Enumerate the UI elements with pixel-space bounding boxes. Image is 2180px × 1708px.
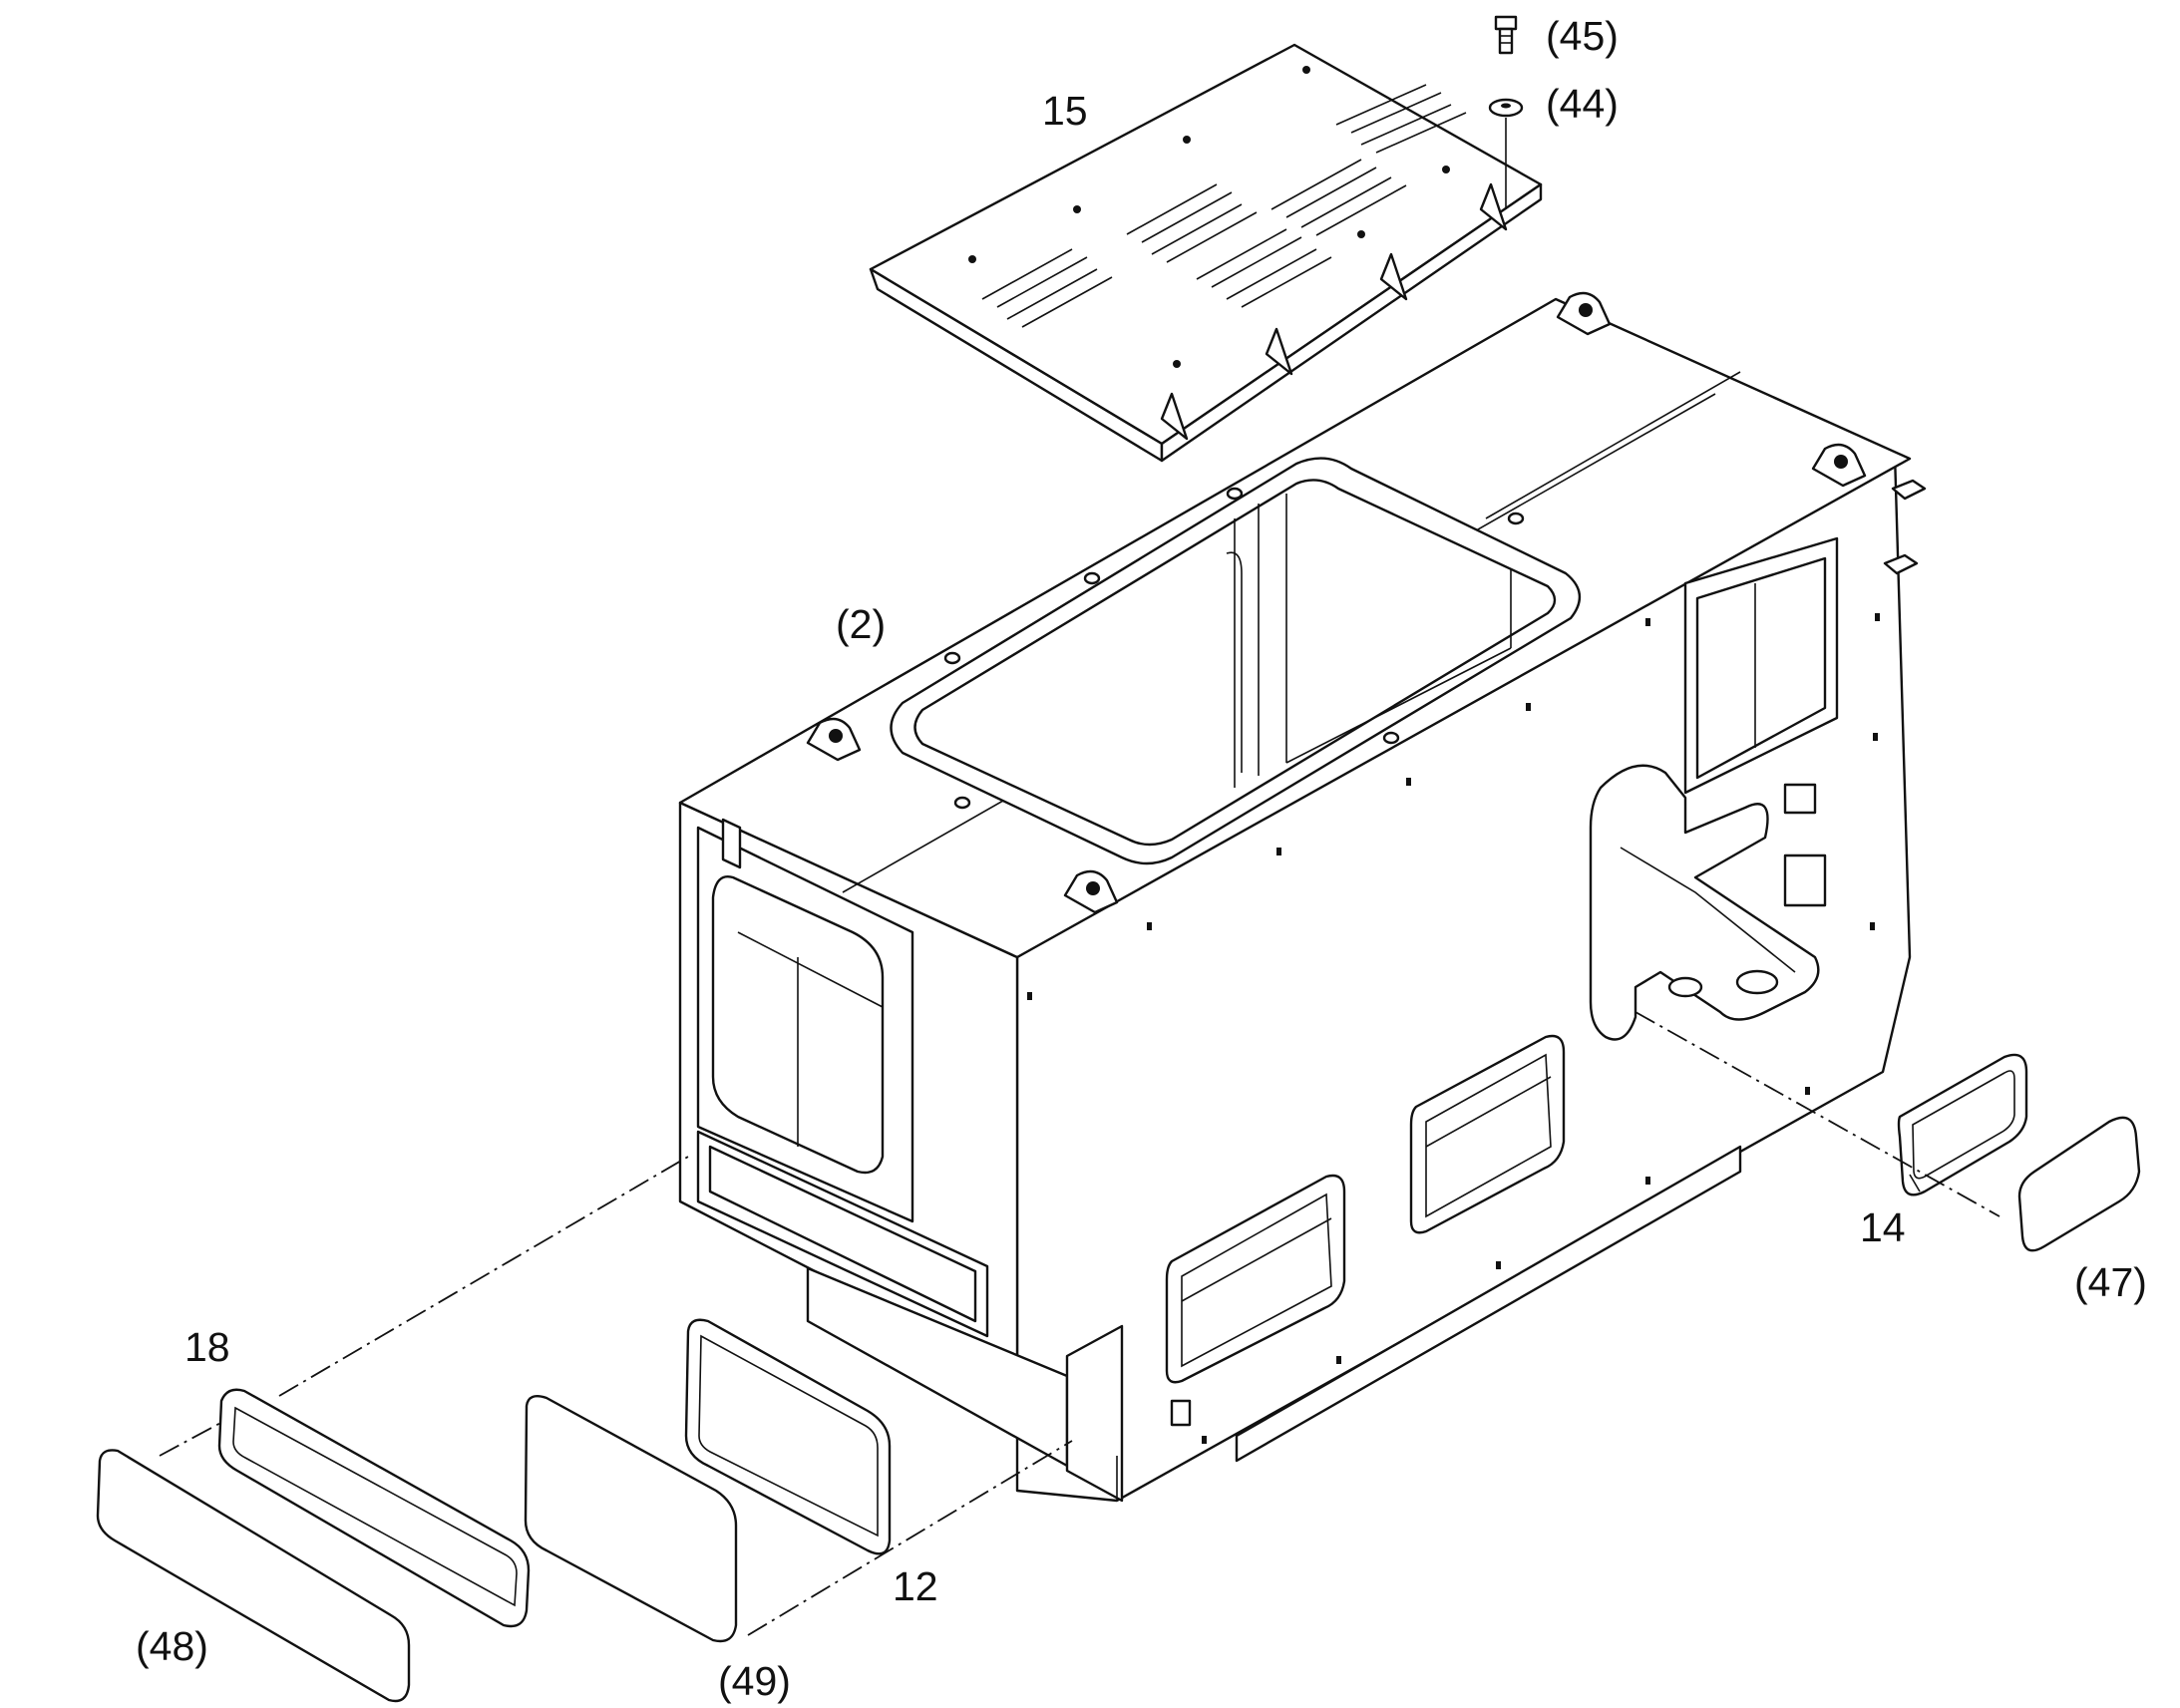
callout-18: 18 [184, 1324, 230, 1370]
corner-block-2 [1883, 553, 1919, 575]
cover-plate-part-48 [96, 1449, 411, 1703]
callout-49: (49) [718, 1658, 791, 1704]
bracket-inner-line [1620, 847, 1796, 973]
interior-floor-line [1285, 647, 1512, 764]
left-lower-opening-inner [708, 1145, 977, 1323]
lifting-eye-front-left [806, 717, 862, 762]
window-frame-part-18 [217, 1388, 531, 1628]
cabin-bottom-skirt-right [1235, 1145, 1742, 1463]
lifting-eye-front-right [1063, 869, 1119, 914]
right-rear-window-inner [1695, 556, 1827, 780]
callout-45: (45) [1546, 13, 1619, 59]
top-seam-2 [1485, 371, 1741, 519]
callout-48: (48) [136, 1623, 208, 1669]
window-frame-part-12 [684, 1318, 892, 1555]
washer-part-44 [1488, 98, 1524, 118]
lifting-eye-rear-left [1556, 291, 1612, 336]
callout-14: 14 [1860, 1204, 1906, 1250]
callout-47: (47) [2074, 1259, 2147, 1305]
leader-dash-front-upper [278, 1156, 689, 1397]
screw-part-45 [1494, 15, 1518, 55]
roof-vent-panel-part-15 [869, 43, 1543, 463]
leader-dash-rear [1635, 1011, 2000, 1217]
bracket-hole-2 [1667, 976, 1703, 998]
vent-panel-gussets [1160, 182, 1508, 441]
callout-12: 12 [893, 1563, 938, 1609]
callout-15: 15 [1042, 88, 1088, 134]
hinge-bracket [721, 818, 742, 869]
corner-block-1 [1891, 479, 1927, 501]
callout-2: (2) [836, 601, 886, 647]
vent-slots [981, 84, 1467, 328]
bracket-hole [1735, 969, 1779, 995]
cabin-body-part-2 [678, 291, 1927, 1503]
cabin-bottom-step [1065, 1324, 1124, 1503]
socket-box [1170, 1399, 1192, 1427]
screw-head [1494, 15, 1518, 31]
door-interior-line [737, 931, 884, 1008]
screw-shank [1498, 27, 1514, 55]
side-window-middle [1409, 1034, 1566, 1234]
callout-44: (44) [1546, 81, 1619, 127]
window-frame-part-14 [1897, 1053, 2028, 1196]
vent-panel-side-flange [1160, 182, 1543, 463]
leader-dash-mid [747, 1440, 1073, 1636]
side-pad-2 [1783, 854, 1827, 907]
roof-studs [943, 487, 1525, 810]
side-window-front [1165, 1174, 1346, 1384]
vent-panel-holes [968, 66, 1450, 368]
side-pad-1 [1783, 783, 1817, 815]
leader-dash-front-lower [159, 1420, 225, 1457]
cover-plate-part-47 [2017, 1116, 2141, 1252]
body-fastener-marks [1027, 613, 1880, 1444]
cover-plate-part-49 [524, 1395, 738, 1643]
lifting-eye-rear-right [1811, 443, 1867, 488]
interior-door-edge [1226, 551, 1243, 773]
